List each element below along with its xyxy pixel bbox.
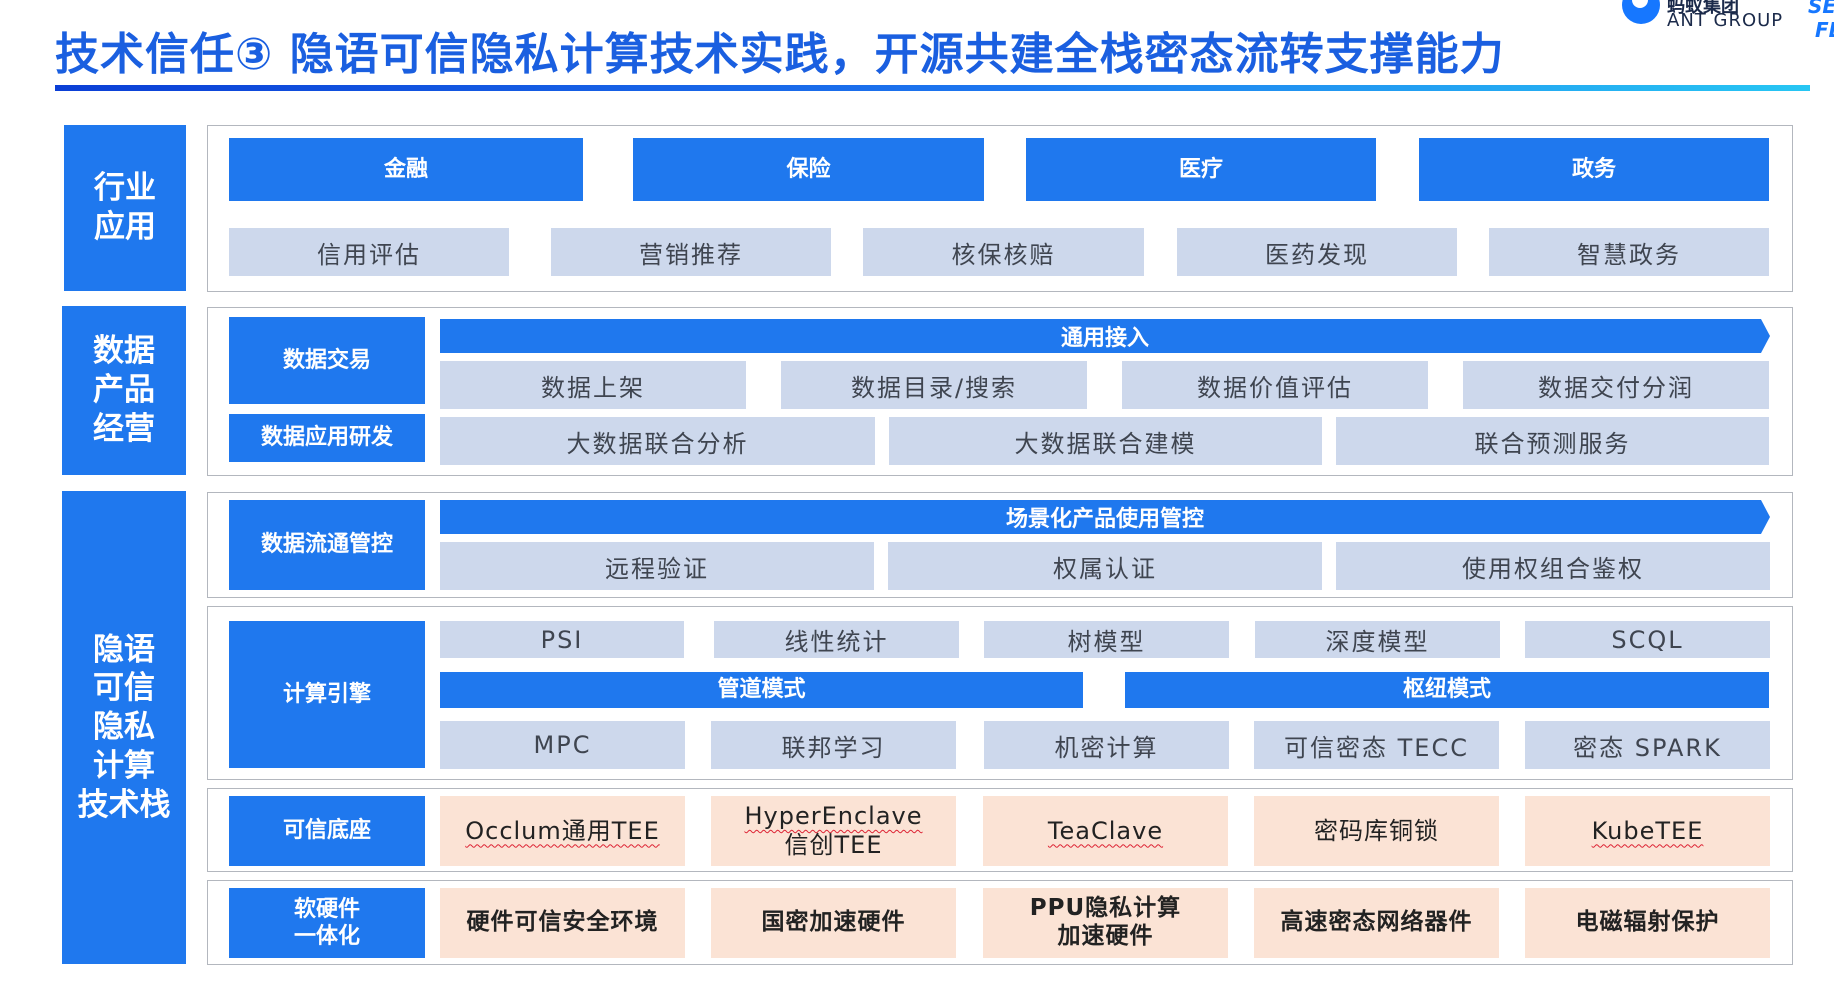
trading-item-catalog-search: 数据目录/搜索 bbox=[781, 361, 1087, 409]
app-marketing-recommendation: 营销推荐 bbox=[551, 228, 831, 276]
engine-item-tree-model: 树模型 bbox=[984, 621, 1229, 658]
app-credit-evaluation: 信用评估 bbox=[229, 228, 509, 276]
domain-healthcare: 医疗 bbox=[1026, 138, 1376, 201]
base-item-teaclave-text: TeaClave bbox=[1047, 816, 1164, 845]
app-smart-government: 智慧政务 bbox=[1489, 228, 1769, 276]
dev-item-joint-analysis: 大数据联合分析 bbox=[440, 417, 875, 465]
hw-item-emi-protection-text: 电磁辐射保护 bbox=[1575, 909, 1720, 936]
app-underwriting-claims: 核保核赔 bbox=[863, 228, 1144, 276]
side-label-industry: 行业 应用 bbox=[64, 125, 186, 291]
side-label-data-product: 数据 产品 经营 bbox=[62, 306, 186, 475]
base-item-hyperenclave-line1: HyperEnclave bbox=[744, 802, 923, 831]
general-access-arrow: 通用接入 bbox=[440, 319, 1770, 353]
dev-item-joint-modeling: 大数据联合建模 bbox=[889, 417, 1322, 465]
base-item-occlum: Occlum通用TEE bbox=[440, 796, 685, 866]
base-item-occlum-text: Occlum通用TEE bbox=[465, 816, 660, 845]
data-app-dev-label: 数据应用研发 bbox=[229, 414, 425, 462]
base-item-tongsuo-text: 密码库铜锁 bbox=[1314, 816, 1439, 845]
compute-engine-label: 计算引擎 bbox=[229, 621, 425, 768]
hw-item-emi-protection: 电磁辐射保护 bbox=[1525, 888, 1770, 958]
engine-item-federated-learning: 联邦学习 bbox=[711, 721, 956, 769]
domain-finance: 金融 bbox=[229, 138, 583, 201]
flow-item-usage-right-auth: 使用权组合鉴权 bbox=[1336, 542, 1770, 590]
hw-item-crypto-accel-text: 国密加速硬件 bbox=[761, 909, 906, 936]
secretflow-logo-text: SECR FLO bbox=[1808, 0, 1834, 42]
logo-cn-text: 蚂蚁集团 bbox=[1667, 0, 1739, 17]
ant-group-logo-icon bbox=[1622, 0, 1660, 24]
data-trading-label: 数据交易 bbox=[229, 317, 425, 404]
engine-item-mpc: MPC bbox=[440, 721, 685, 769]
engine-item-scql: SCQL bbox=[1525, 621, 1770, 658]
base-item-hyperenclave-line2: 信创TEE bbox=[784, 831, 883, 859]
hw-item-ppu: PPU隐私计算 加速硬件 bbox=[983, 888, 1228, 958]
engine-item-deep-model: 深度模型 bbox=[1255, 621, 1500, 658]
engine-item-tecc: 可信密态 TECC bbox=[1254, 721, 1499, 769]
dev-item-joint-prediction: 联合预测服务 bbox=[1336, 417, 1769, 465]
flow-item-ownership-auth: 权属认证 bbox=[888, 542, 1322, 590]
domain-government: 政务 bbox=[1419, 138, 1769, 201]
page-title: 技术信任③ 隐语可信隐私计算技术实践，开源共建全栈密态流转支撑能力 bbox=[55, 29, 1505, 80]
scenario-control-arrow: 场景化产品使用管控 bbox=[440, 500, 1770, 534]
base-item-teaclave: TeaClave bbox=[983, 796, 1228, 866]
trading-item-listing: 数据上架 bbox=[440, 361, 746, 409]
hw-item-trusted-env: 硬件可信安全环境 bbox=[440, 888, 685, 958]
trading-item-value-assessment: 数据价值评估 bbox=[1122, 361, 1428, 409]
hw-item-ppu-line2: 加速硬件 bbox=[1057, 923, 1154, 949]
flow-control-label: 数据流通管控 bbox=[229, 500, 425, 590]
base-item-tongsuo: 密码库铜锁 bbox=[1254, 796, 1499, 866]
base-item-kubetee-text: KubeTEE bbox=[1591, 816, 1704, 845]
flow-item-remote-attestation: 远程验证 bbox=[440, 542, 874, 590]
domain-insurance: 保险 bbox=[633, 138, 984, 201]
engine-item-linear-stats: 线性统计 bbox=[714, 621, 959, 658]
side-label-tech-stack: 隐语 可信 隐私 计算 技术栈 bbox=[62, 491, 186, 964]
engine-item-spark: 密态 SPARK bbox=[1525, 721, 1770, 769]
base-item-hyperenclave: HyperEnclave 信创TEE bbox=[711, 796, 956, 866]
base-item-kubetee: KubeTEE bbox=[1525, 796, 1770, 866]
hw-item-network-device-text: 高速密态网络器件 bbox=[1280, 909, 1473, 936]
title-underline bbox=[55, 85, 1810, 91]
hw-item-crypto-accel: 国密加速硬件 bbox=[711, 888, 956, 958]
trading-item-delivery-sharing: 数据交付分润 bbox=[1463, 361, 1769, 409]
hw-item-ppu-line1: PPU隐私计算 bbox=[1029, 895, 1182, 922]
pipeline-mode-bar: 管道模式 bbox=[440, 672, 1083, 708]
hub-mode-bar: 枢纽模式 bbox=[1125, 672, 1769, 708]
hardware-label: 软硬件 一体化 bbox=[229, 888, 425, 958]
engine-item-confidential-computing: 机密计算 bbox=[984, 721, 1229, 769]
trusted-base-label: 可信底座 bbox=[229, 796, 425, 866]
app-drug-discovery: 医药发现 bbox=[1177, 228, 1457, 276]
engine-item-psi: PSI bbox=[440, 621, 684, 658]
hw-item-network-device: 高速密态网络器件 bbox=[1254, 888, 1499, 958]
logo-en-text: ANT GROUP bbox=[1667, 10, 1784, 31]
hw-item-trusted-env-text: 硬件可信安全环境 bbox=[466, 909, 659, 936]
